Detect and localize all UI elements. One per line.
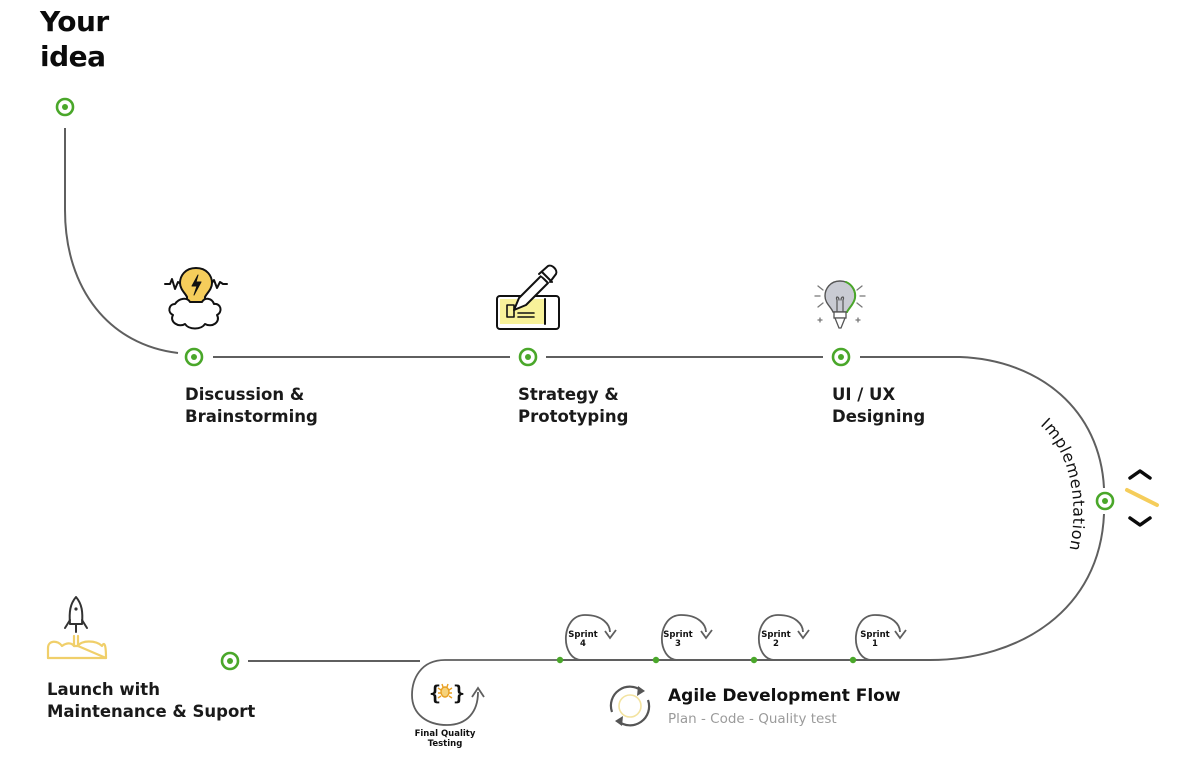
sprint-loop-3 (660, 614, 707, 661)
sprint-dot-4 (556, 656, 564, 664)
sprint-dot-2 (750, 656, 758, 664)
implementation-label: Implementation (1037, 414, 1088, 553)
sprint-arrow-1 (894, 629, 907, 640)
svg-text:}: } (453, 681, 465, 705)
sprint-dot-3 (652, 656, 660, 664)
node-implementation (1095, 491, 1115, 511)
svg-text:{: { (429, 681, 441, 705)
lightbulb-cloud-icon (164, 267, 228, 330)
node-discussion (184, 347, 204, 367)
sprint-label-2: Sprint 2 (761, 630, 791, 649)
agile-subtitle: Plan - Code - Quality test (668, 711, 837, 727)
sprint-loop-4 (564, 614, 611, 661)
bug-code-icon: { } (429, 681, 465, 705)
final-testing-arrow (471, 686, 485, 698)
node-uiux (831, 347, 851, 367)
sprint-loop-1 (854, 614, 901, 661)
sprint-dot-1 (849, 656, 857, 664)
code-brackets-icon (1125, 469, 1159, 527)
stage-label-strategy: Strategy & Prototyping (518, 385, 629, 426)
design-bulb-icon (814, 280, 866, 329)
page-title: Your idea (40, 5, 109, 73)
node-launch (220, 651, 240, 671)
sprint-label-4: Sprint 4 (568, 630, 598, 649)
sprint-arrow-2 (797, 629, 810, 640)
final-testing-loop (411, 659, 558, 726)
connector-implementation-sprint1 (900, 513, 1105, 661)
connector-uiux-implementation (860, 356, 1105, 489)
agile-title: Agile Development Flow (668, 686, 901, 706)
sprint-arrow-4 (604, 629, 617, 640)
cycle-arrows-icon (609, 685, 651, 727)
stage-label-launch: Launch with Maintenance & Suport (47, 680, 256, 721)
prototype-pen-icon (496, 264, 560, 330)
node-strategy (518, 347, 538, 367)
rocket-launch-icon (46, 596, 108, 660)
node-your-idea (55, 97, 75, 117)
milestone-nodes (55, 97, 1115, 671)
stage-label-discussion: Discussion & Brainstorming (185, 385, 318, 426)
sprint-loop-2 (757, 614, 804, 661)
connector-idea-discussion (64, 128, 179, 354)
stage-label-uiux: UI / UX Designing (832, 385, 926, 426)
sprint-loops (411, 614, 907, 726)
final-testing-label: Final Quality Testing (414, 729, 476, 749)
sprint-arrow-3 (700, 629, 713, 640)
sprint-label-1: Sprint 1 (860, 630, 890, 649)
sprint-label-3: Sprint 3 (663, 630, 693, 649)
